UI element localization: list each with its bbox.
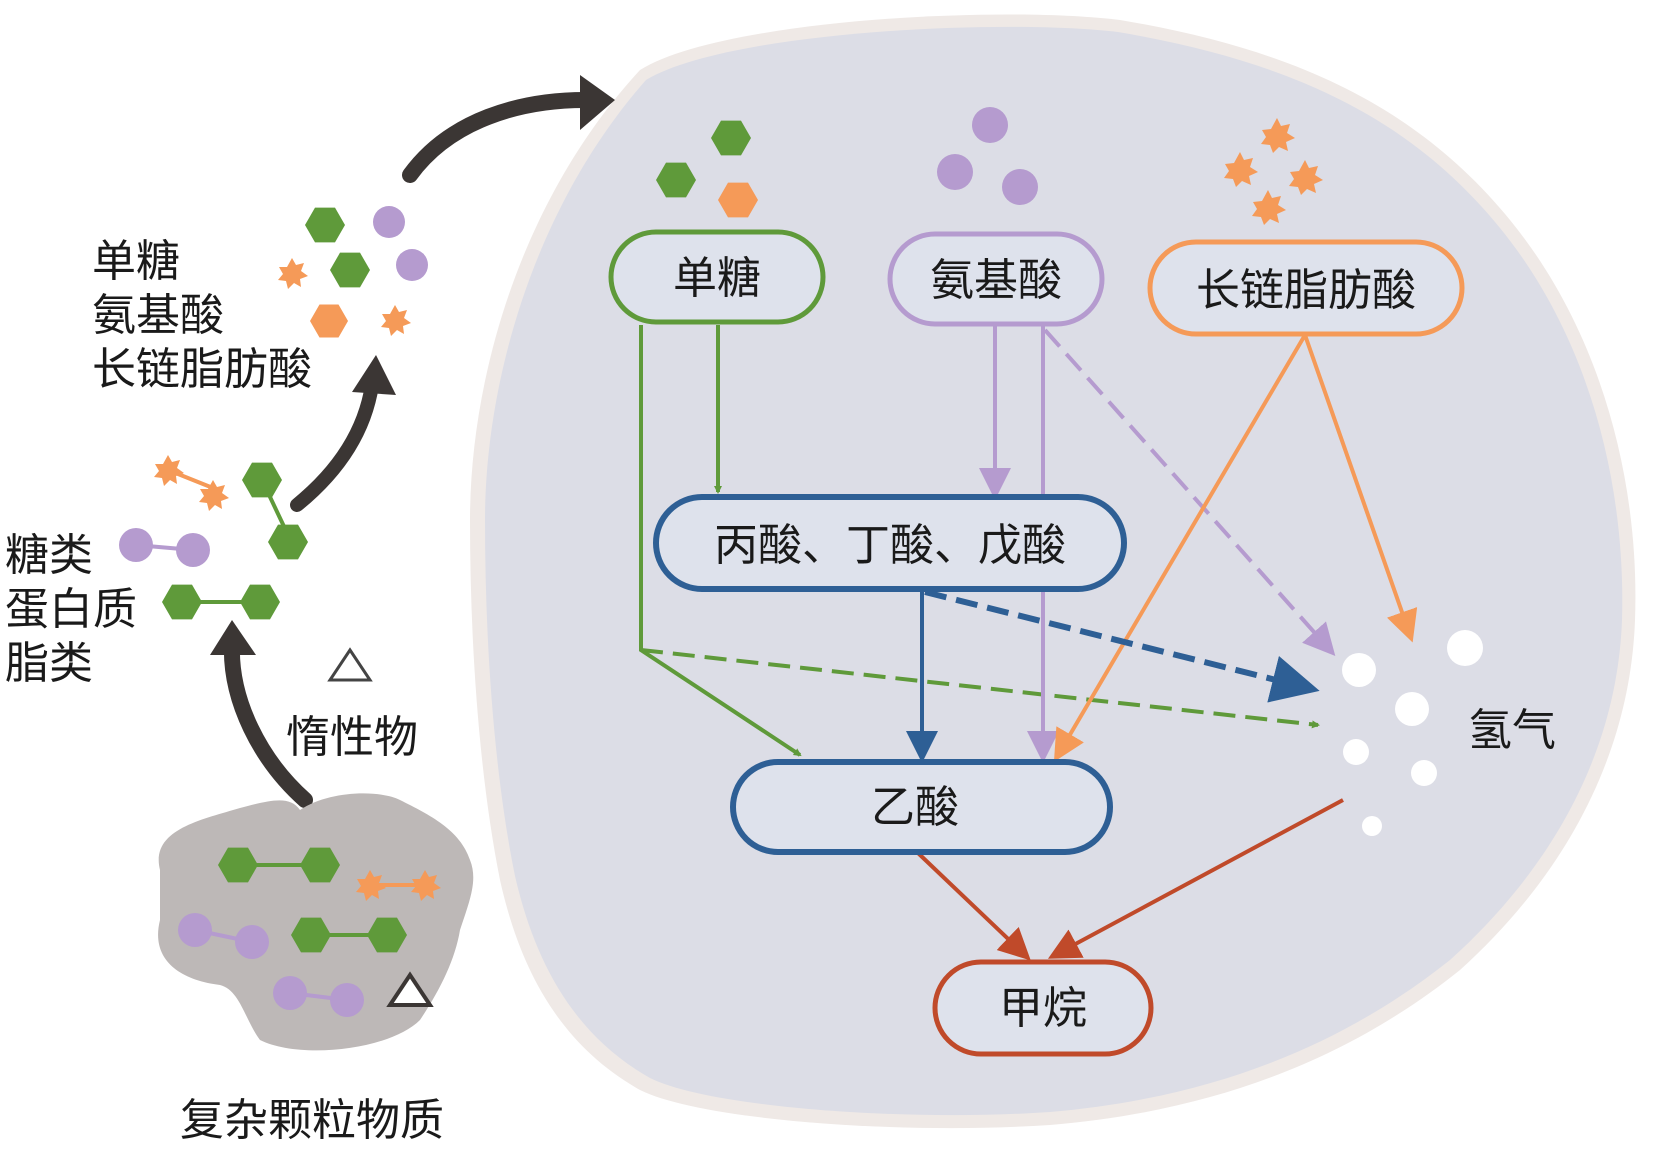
arrowhead-icon bbox=[210, 620, 256, 655]
star-icon bbox=[1252, 190, 1286, 225]
star-icon bbox=[1289, 160, 1323, 195]
edge-acetate-methane bbox=[916, 851, 1031, 961]
star-icon bbox=[411, 870, 441, 901]
amino-molecules bbox=[937, 107, 1038, 205]
node-methane: 甲烷 bbox=[932, 959, 1154, 1057]
star-icon bbox=[1224, 152, 1258, 187]
node-vfa: 丙酸、丁酸、戊酸 bbox=[653, 494, 1127, 592]
monomer-cluster bbox=[278, 206, 428, 338]
edge-vfa-h2 bbox=[924, 589, 1320, 703]
monomers-label-1: 单糖 bbox=[92, 236, 180, 287]
polymer-cluster bbox=[119, 455, 308, 620]
arrow-polymers-to-monomers bbox=[290, 378, 379, 512]
node-acetate: 乙酸 bbox=[730, 759, 1113, 855]
star-icon bbox=[1261, 118, 1295, 153]
node-label: 乙酸 bbox=[871, 782, 959, 833]
arrowhead-icon bbox=[580, 75, 615, 130]
inert-triangle-icon bbox=[386, 971, 434, 1007]
star-icon bbox=[356, 870, 386, 901]
node-label: 氨基酸 bbox=[930, 255, 1062, 306]
arrow-monomers-to-cell bbox=[402, 92, 593, 183]
star-icon bbox=[154, 455, 184, 486]
node-label: 甲烷 bbox=[999, 983, 1087, 1034]
star-icon bbox=[278, 258, 308, 289]
monomers-label-2: 氨基酸 bbox=[92, 290, 224, 341]
polymers-label-2: 蛋白质 bbox=[5, 584, 137, 635]
polymers-label-3: 脂类 bbox=[5, 638, 93, 689]
edge-h2-methane bbox=[1047, 798, 1344, 959]
node-amino-acid: 氨基酸 bbox=[887, 231, 1105, 327]
lcfa-molecules bbox=[1224, 118, 1323, 225]
node-label: 丙酸、丁酸、戊酸 bbox=[714, 520, 1066, 571]
inert-triangle-icon bbox=[327, 647, 373, 682]
node-monosaccharide: 单糖 bbox=[608, 229, 826, 325]
node-lcfa: 长链脂肪酸 bbox=[1147, 239, 1465, 337]
edge-lcfa-acetate bbox=[1053, 333, 1307, 762]
monomers-label-3: 长链脂肪酸 bbox=[92, 344, 312, 395]
particle-contents bbox=[178, 847, 441, 1017]
hydrogen-bubbles bbox=[1342, 630, 1483, 836]
inert-label: 惰性物 bbox=[286, 712, 418, 763]
star-icon bbox=[199, 480, 229, 511]
polymers-label-1: 糖类 bbox=[5, 530, 93, 581]
arrow-particle-to-polymers bbox=[223, 637, 313, 808]
edge-amino-h2 bbox=[1043, 328, 1336, 656]
arrowhead-icon bbox=[352, 355, 396, 395]
particle-label: 复杂颗粒物质 bbox=[180, 1095, 444, 1146]
node-hydrogen: 氢气 bbox=[1468, 705, 1556, 756]
edge-sugar-h2 bbox=[640, 648, 1320, 729]
node-label: 单糖 bbox=[673, 253, 761, 304]
node-label: 长链脂肪酸 bbox=[1196, 265, 1416, 316]
edge-lcfa-h2 bbox=[1303, 334, 1418, 643]
star-icon bbox=[381, 305, 411, 336]
